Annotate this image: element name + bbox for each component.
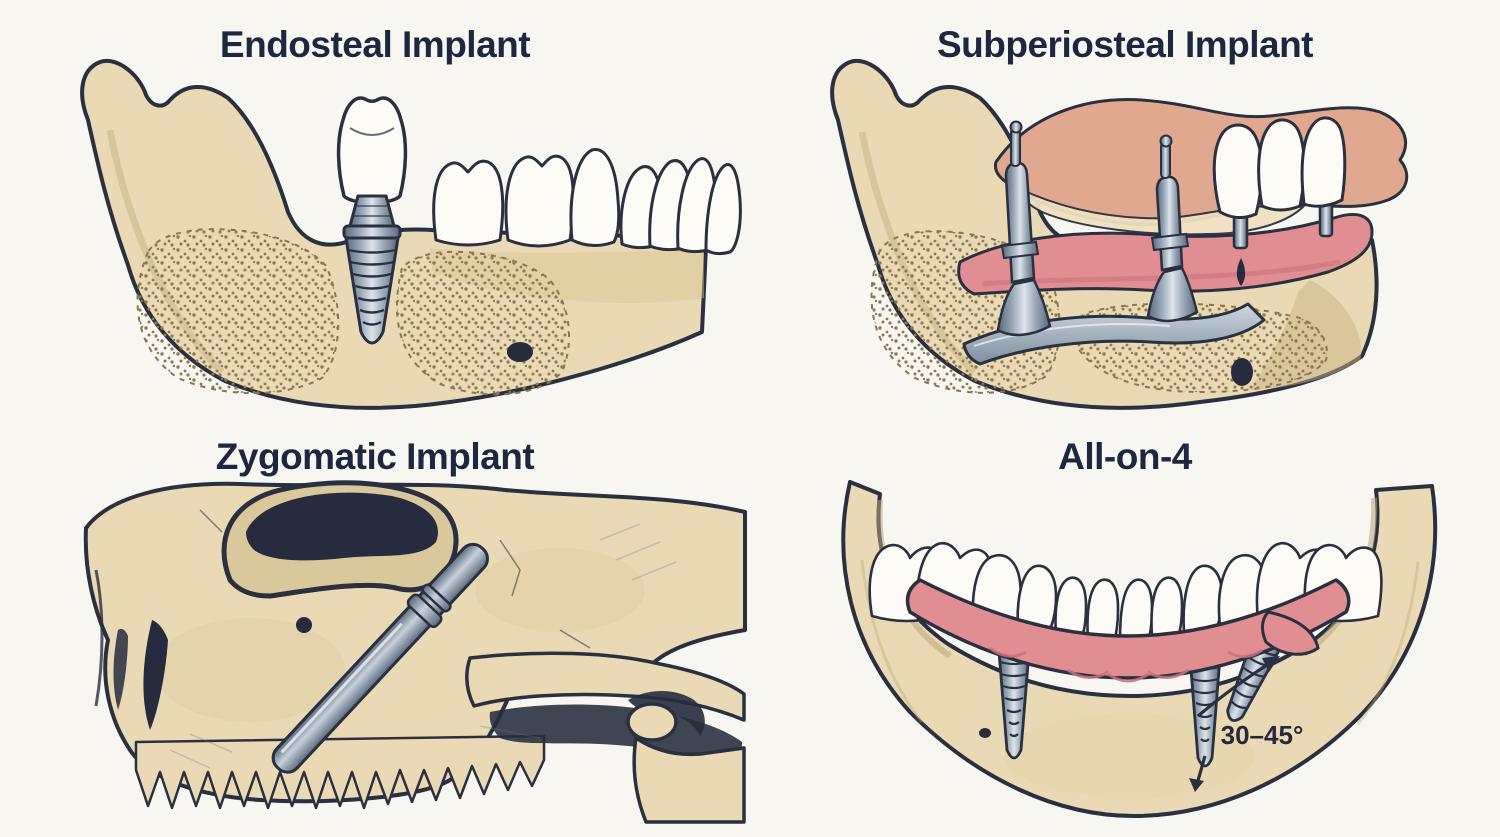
skull-lateral-view (83, 480, 747, 824)
endosteal-implant (336, 96, 408, 345)
natural-teeth (432, 148, 742, 256)
endosteal-illustration (80, 58, 742, 410)
frame-post-left (996, 120, 1052, 337)
pencil-hatching (169, 523, 677, 769)
implant-crown (336, 96, 408, 205)
zygomatic-arch (465, 651, 746, 772)
crown-peg-right (1318, 202, 1334, 238)
angle-label: 30–45° (1221, 720, 1304, 750)
tmj-and-ramus (626, 691, 746, 824)
implant-screw (344, 236, 400, 345)
panel-subperiosteal: Subperiosteal Implant (750, 0, 1500, 420)
panel-zygomatic: Zygomatic Implant (0, 420, 750, 837)
angle-annotation: 30–45° (1189, 656, 1303, 792)
all-on-4-illustration: 30–45° (841, 480, 1438, 818)
subperiosteal-illustration (830, 58, 1409, 410)
panel-endosteal: Endosteal Implant (0, 0, 750, 420)
panel-all-on-4: 30–45° All-on-4 (750, 420, 1500, 837)
mental-foramen (507, 342, 533, 362)
crown-teeth (1212, 116, 1347, 286)
panel-title-subperiosteal: Subperiosteal Implant (936, 24, 1314, 65)
metal-frame-plate (962, 302, 1266, 366)
mental-foramen (979, 728, 991, 738)
zygomatic-illustration (83, 480, 747, 824)
gum-opening (1236, 258, 1246, 286)
zygomatic-implant-rod (271, 542, 489, 774)
gum-scallops (989, 646, 1263, 683)
angle-arc-arrow (1196, 660, 1273, 718)
panel-title-all-on-4: All-on-4 (1058, 436, 1192, 477)
frame-post-right (1146, 134, 1199, 323)
tooth-sockets (134, 734, 546, 810)
infraorbital-foramen (296, 617, 312, 633)
nasal-aperture (94, 569, 168, 730)
panel-title-zygomatic: Zygomatic Implant (215, 436, 535, 477)
gum-arch (905, 578, 1351, 683)
eye-orbit (221, 480, 459, 599)
gum-lobe-right (1261, 610, 1320, 656)
mental-foramen (1231, 358, 1253, 386)
rod-collar (406, 593, 443, 629)
panel-title-endosteal: Endosteal Implant (219, 24, 531, 65)
infratemporal-shadow (489, 704, 742, 772)
